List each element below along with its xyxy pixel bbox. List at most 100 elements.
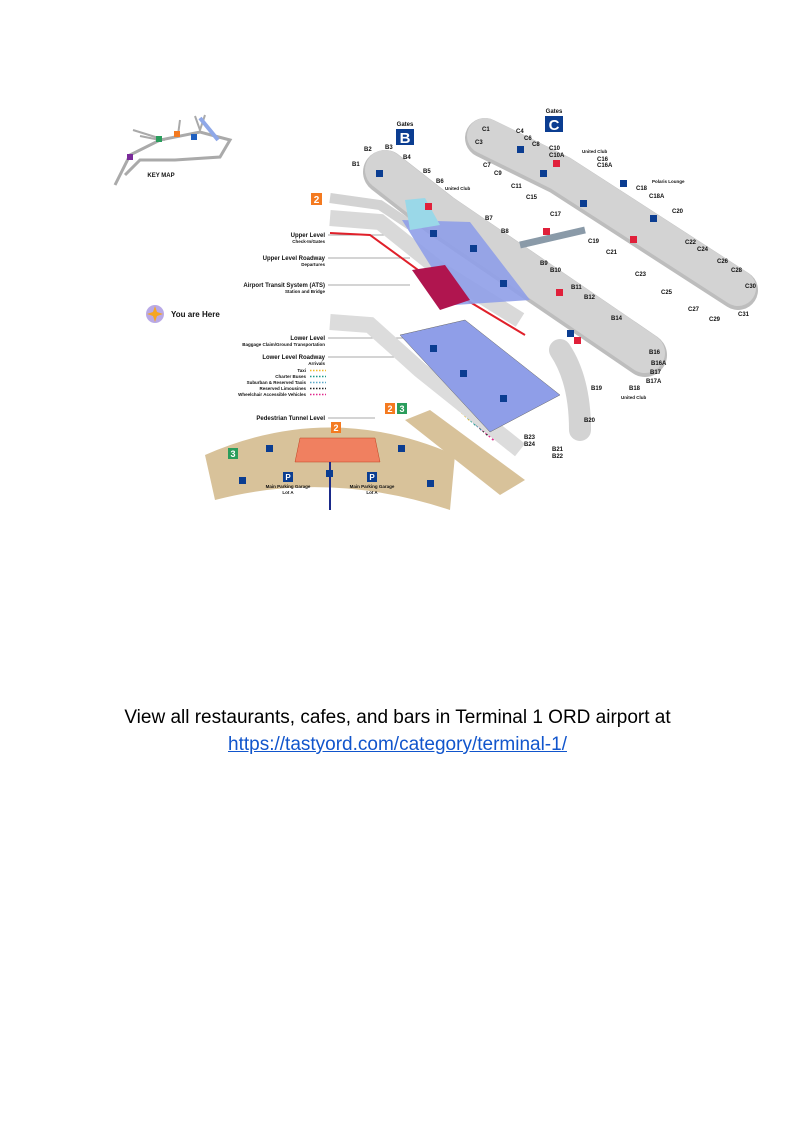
svg-text:C23: C23 — [635, 272, 647, 278]
svg-text:Polaris Lounge: Polaris Lounge — [652, 179, 685, 184]
svg-text:United Club: United Club — [621, 395, 646, 400]
svg-text:C10: C10 — [549, 146, 561, 152]
svg-text:C30: C30 — [745, 284, 757, 290]
svg-text:C10A: C10A — [549, 153, 565, 159]
svg-text:C22: C22 — [685, 240, 697, 246]
svg-text:C9: C9 — [494, 171, 502, 177]
star-icon — [147, 306, 163, 322]
svg-text:C20: C20 — [672, 209, 684, 215]
svg-text:United Club: United Club — [445, 186, 470, 191]
svg-text:Pedestrian Tunnel Level: Pedestrian Tunnel Level — [256, 416, 325, 422]
svg-text:C11: C11 — [511, 184, 522, 190]
svg-text:C1: C1 — [482, 127, 490, 133]
key-map: KEY MAP — [113, 114, 233, 186]
bridge — [519, 226, 586, 249]
svg-text:B19: B19 — [591, 386, 603, 392]
svg-text:Departures: Departures — [301, 262, 325, 267]
svg-text:B17: B17 — [650, 370, 662, 376]
svg-text:Gates: Gates — [397, 122, 414, 128]
svg-text:Check-In/Gates: Check-In/Gates — [292, 239, 325, 244]
svg-text:B6: B6 — [436, 179, 444, 185]
you-are-here: You are Here — [146, 305, 220, 323]
svg-text:C29: C29 — [709, 317, 721, 323]
svg-text:B1: B1 — [352, 162, 360, 168]
svg-text:B16: B16 — [649, 350, 661, 356]
svg-text:C24: C24 — [697, 247, 709, 253]
svg-text:B5: B5 — [423, 169, 431, 175]
svg-text:Airport Transit System (ATS): Airport Transit System (ATS) — [243, 283, 325, 289]
svg-text:B10: B10 — [550, 268, 562, 274]
svg-text:United Club: United Club — [582, 149, 607, 154]
svg-text:C6: C6 — [524, 136, 532, 142]
club-labels: United Club United Club Polaris Lounge U… — [445, 149, 685, 400]
svg-text:Lot A: Lot A — [366, 490, 378, 495]
svg-text:C21: C21 — [606, 250, 618, 256]
concourse-b — [363, 150, 667, 441]
amenity-icons — [239, 146, 657, 487]
svg-text:B20: B20 — [584, 418, 596, 424]
svg-text:C4: C4 — [516, 129, 524, 135]
svg-text:B4: B4 — [403, 155, 411, 161]
svg-text:B16A: B16A — [651, 361, 667, 367]
svg-text:C16A: C16A — [597, 163, 613, 169]
concourse-c — [465, 118, 758, 310]
svg-text:C8: C8 — [532, 142, 540, 148]
svg-text:B8: B8 — [501, 229, 509, 235]
svg-text:B2: B2 — [364, 147, 372, 153]
svg-text:B11: B11 — [571, 285, 582, 291]
svg-text:3: 3 — [399, 404, 404, 414]
svg-text:Upper Level Roadway: Upper Level Roadway — [263, 256, 326, 262]
svg-text:C7: C7 — [483, 163, 491, 169]
svg-text:C19: C19 — [588, 239, 600, 245]
svg-text:C18A: C18A — [649, 194, 665, 200]
svg-text:C: C — [549, 117, 560, 134]
svg-text:Gates: Gates — [546, 109, 563, 115]
svg-text:B14: B14 — [611, 316, 623, 322]
svg-text:Arrivals: Arrivals — [308, 361, 325, 366]
gates-headings: Gates B Gates C — [396, 109, 563, 147]
svg-text:P: P — [285, 473, 291, 482]
svg-text:3: 3 — [230, 449, 235, 459]
svg-text:Upper Level: Upper Level — [291, 233, 326, 239]
level-labels: Upper Level Check-In/Gates Upper Level R… — [242, 233, 410, 422]
svg-text:C31: C31 — [738, 312, 750, 318]
svg-text:B3: B3 — [385, 145, 393, 151]
svg-text:P: P — [369, 473, 375, 482]
svg-text:B21: B21 — [552, 447, 564, 453]
caption: View all restaurants, cafes, and bars in… — [0, 704, 795, 758]
legend-label: Charter Buses — [275, 374, 306, 379]
svg-text:B23: B23 — [524, 435, 536, 441]
svg-text:Station and Bridge: Station and Bridge — [285, 289, 325, 294]
svg-text:Lower Level: Lower Level — [290, 336, 325, 342]
legend-label: Suburban & Reserved Taxis — [247, 380, 307, 385]
svg-text:Baggage Claim/Ground Transport: Baggage Claim/Ground Transportation — [242, 342, 325, 347]
svg-text:Main Parking Garage: Main Parking Garage — [266, 484, 311, 489]
svg-text:B: B — [400, 130, 411, 147]
terminal-1-link[interactable]: https://tastyord.com/category/terminal-1… — [228, 734, 567, 755]
legend-label: Wheelchair Accessible Vehicles — [238, 392, 306, 397]
svg-text:Main Parking Garage: Main Parking Garage — [350, 484, 395, 489]
svg-text:B24: B24 — [524, 442, 536, 448]
gate-labels-b: B1 B2 B3 B4 B5 B6 B7 B8 B9 B10 B11 B12 B… — [352, 145, 667, 460]
ats-station — [412, 265, 470, 310]
svg-text:B12: B12 — [584, 295, 596, 301]
terminal-badges: 2 2 2 3 3 — [228, 193, 407, 459]
svg-text:2: 2 — [314, 195, 320, 206]
svg-text:You are Here: You are Here — [171, 310, 220, 319]
svg-text:2: 2 — [387, 404, 392, 414]
key-map-label: KEY MAP — [147, 173, 174, 179]
svg-text:C27: C27 — [688, 307, 700, 313]
svg-text:C17: C17 — [550, 212, 562, 218]
legend-label: Reserved Limousines — [259, 386, 306, 391]
gate-labels-c: C1 C3 C4 C6 C8 C10 C10A C16 C16A C18 C18… — [475, 127, 757, 323]
svg-text:Lot A: Lot A — [282, 490, 294, 495]
svg-text:C26: C26 — [717, 259, 729, 265]
svg-text:B18: B18 — [629, 386, 641, 392]
svg-text:B9: B9 — [540, 261, 548, 267]
svg-text:C15: C15 — [526, 195, 538, 201]
svg-text:C25: C25 — [661, 290, 673, 296]
svg-text:B22: B22 — [552, 454, 564, 460]
svg-text:C16: C16 — [597, 157, 609, 163]
